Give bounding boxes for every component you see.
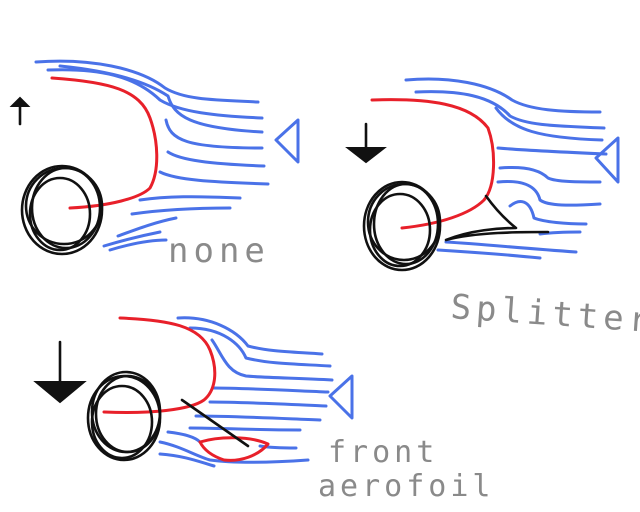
left-triangle-icon [594,136,620,184]
airflow-line [58,64,264,134]
airflow-line [158,440,310,464]
airflow-line [188,426,302,432]
airflow-line [46,68,264,120]
wheel [20,164,104,256]
airflow-line [34,59,260,104]
up-arrow-icon [9,96,31,126]
airflow-line [208,400,328,408]
airflow-line [210,338,334,382]
airflow-line [188,326,332,368]
panel-label-splitter: Splitter [449,287,640,341]
left-triangle-icon [328,374,354,420]
airflow-line [508,200,588,226]
airflow-line [158,452,216,468]
airflow-line [212,386,330,394]
splitter-plate [444,194,550,242]
aerofoil-strut [180,398,250,448]
airflow-line [166,430,202,444]
down-arrow-icon [33,340,87,404]
airflow-line [404,77,602,114]
front-aerofoil-wing [198,436,270,462]
airflow-line [102,230,162,248]
airflow-line [258,444,298,450]
left-triangle-icon [274,118,300,164]
airflow-line [496,180,602,207]
car-body-outline [370,98,496,230]
airflow-line [538,230,582,236]
panel-front-aerofoil: front aerofoil [33,316,495,504]
wheel [86,370,162,462]
airflow-line [444,240,578,254]
airflow-line [176,316,324,356]
airflow-line [194,414,322,422]
down-arrow-icon [345,122,387,164]
panel-label-none: none [168,231,270,271]
airflow-lines [34,59,270,252]
panel-label-front: front [328,435,438,470]
panel-none: none [9,59,300,271]
airflow-line [138,195,242,202]
airflow-line [108,238,168,252]
airflow-line [130,206,232,216]
airflow-line [436,248,542,260]
airflow-line [164,118,264,150]
airflow-line [494,106,604,142]
airflow-line [158,170,270,186]
airflow-line [166,150,266,168]
airflow-lines [404,77,608,260]
airflow-line [496,146,608,156]
airflow-line [498,166,602,184]
airflow-lines [158,316,334,468]
panel-splitter: Splitter [345,77,640,341]
panel-label-aerofoil: aerofoil [318,469,495,504]
airflow-line [116,216,178,238]
airflow-line [414,90,606,130]
car-body-outline [50,76,159,210]
wheel [362,180,442,272]
